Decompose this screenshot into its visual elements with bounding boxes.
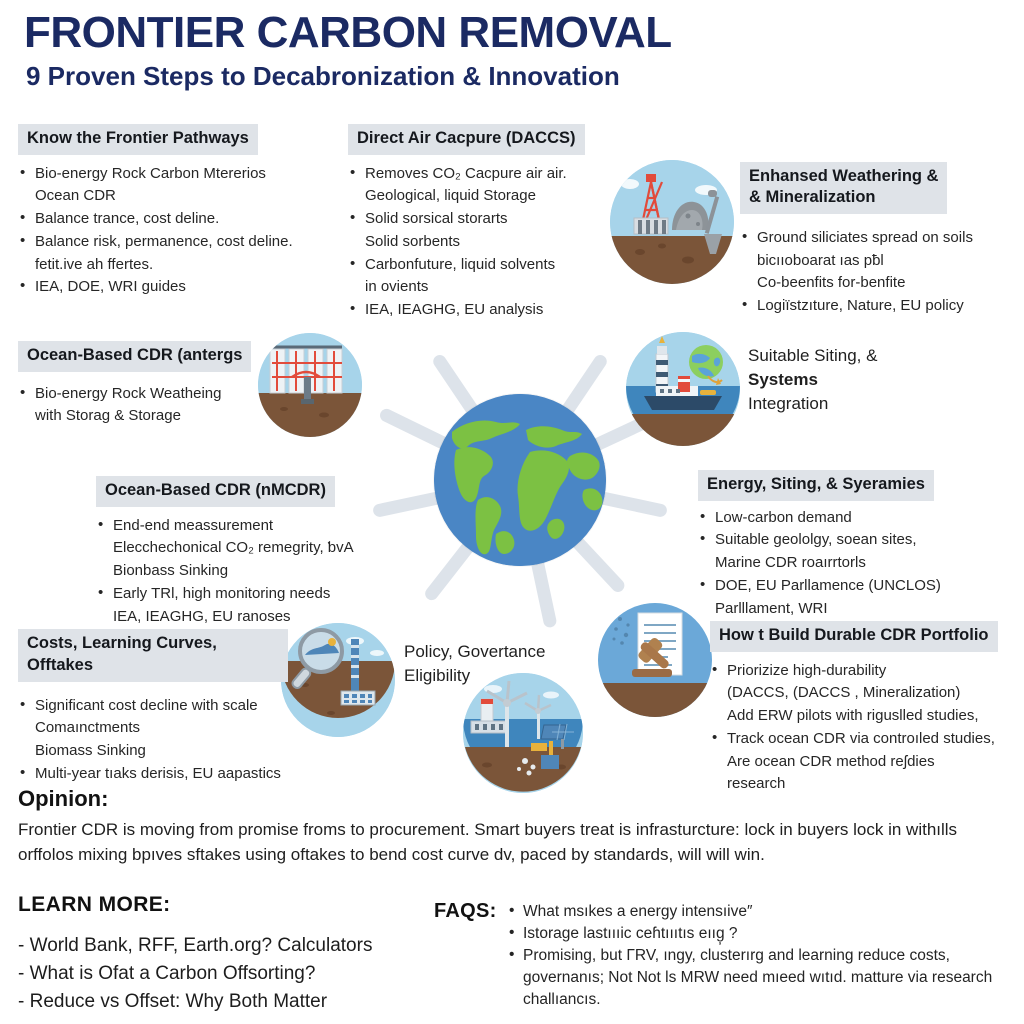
learn-more-list: - World Bank, RFF, Earth.org? Calculator… [18, 932, 372, 1016]
block-ocean-based-cdr-antergs: Ocean-Based CDR (antergs Bio-energy Rock… [18, 341, 268, 429]
faq-item: What msıkes a energy intensıive″ [508, 900, 1018, 923]
faqs-label: FAQS: [434, 900, 497, 922]
learn-more-item[interactable]: - Reduce vs Offset: Why Both Matter [18, 991, 328, 1013]
block-heading: Costs, Learning Curves, Offtakes [18, 629, 288, 682]
block-energy-siting-syeramies: Energy, Siting, & Syeramies Low-carbon d… [698, 470, 1018, 621]
bullet-continuation: research [727, 775, 786, 793]
block-enhanced-weathering-mineralization: Enhansed Weathering & & Mineralization G… [740, 162, 1010, 319]
bullet-continuation: IEA, IEAGHG, EU ranoses [113, 607, 291, 625]
block-bullets: End-end meassurement Elecchechonical CO₂… [96, 515, 406, 627]
drilling-rig-icon [610, 160, 734, 284]
renewable-energy-icon [463, 673, 583, 793]
bullet-item: IEA, IEAGHG, EU analysis [348, 299, 603, 321]
direct-air-capture-plant-icon [258, 333, 362, 437]
block-policy-governance-eligibility: Policy, Govertance Eligibility [404, 640, 634, 688]
page-title: FRONTIER CARBON REMOVAL [24, 8, 672, 57]
opinion-body: Frontier CDR is moving from promise from… [18, 820, 958, 864]
bullet-continuation: Co-beenfits for-benfite [757, 274, 906, 292]
bullet-item: Ground siliciates spread on soils [740, 227, 1010, 249]
bullet-continuation: Ocean CDR [35, 187, 116, 205]
faqs-list: What msıkes a energy intensıive″ Istorag… [508, 900, 1018, 1011]
bullet-continuation: Bionbass Sinking [113, 562, 229, 580]
page-subtitle: 9 Proven Steps to Decabronization & Inno… [26, 61, 620, 91]
block-heading: Ocean-Based CDR (antergs [18, 341, 252, 372]
siting-line-1: Suitable Siting, & [748, 346, 878, 365]
bullet-item: End-end meassurement [96, 515, 406, 537]
bullet-item: Logiïstzıture, Nature, EU policy [740, 295, 1010, 317]
bullet-item: Low-carbon demand [698, 507, 1018, 529]
bullet-item: Suitable geololgy, soean sites, [698, 529, 1018, 551]
siting-line-2: Systems [748, 370, 818, 390]
bullet-item: Bio-energy Rock Weatheing [18, 383, 268, 405]
marine-shipping-icon [626, 332, 740, 446]
bullet-continuation: in ovients [365, 278, 429, 296]
block-heading-line2: & Mineralization [749, 188, 876, 207]
bullet-continuation: Solid sorbents [365, 232, 461, 250]
bullet-item: Bio-energy Rock Carbon Mtererios [18, 163, 318, 185]
learn-more-item[interactable]: - World Bank, RFF, Earth.org? Calculator… [18, 935, 373, 956]
bullet-item: Removes CO₂ Cacpure air air. [348, 163, 603, 185]
block-know-the-frontier-pathways: Know the Frontier Pathways Bio-energy Ro… [18, 124, 318, 300]
bullet-continuation: with Storag & Storage [35, 407, 181, 425]
siting-line-3: Integration [748, 394, 829, 414]
block-bullets: Bio-energy Rock Weatheing with Storag & … [18, 383, 268, 427]
block-heading: Know the Frontier Pathways [18, 124, 258, 155]
bullet-item: Significant cost decline with scale [18, 695, 288, 717]
block-bullets: Ground siliciates spread on soils bicııo… [740, 227, 1010, 317]
bullet-item: DOE, EU Parllamence (UNCLOS) [698, 575, 1018, 597]
central-globe-icon [434, 394, 606, 566]
policy-gavel-icon [598, 603, 712, 717]
bullet-item: Priorizize high-durability [710, 660, 1020, 682]
bullet-item: Balance risk, permanence, cost deline. [18, 231, 318, 253]
bullet-item: Multi-year tıaks derisis, EU aapastics [18, 763, 288, 785]
opinion-label: Opinion: [18, 786, 109, 811]
block-direct-air-capture: Direct Air Cacpure (DACCS) Removes CO₂ C… [348, 124, 603, 323]
block-suitable-siting-systems-integration: Suitable Siting, & Systems Integration [748, 344, 998, 416]
policy-line-2: Eligibility [404, 666, 471, 686]
faq-continuation: challıancıs. [523, 991, 601, 1008]
learn-more-item[interactable]: - What is Ofat a Carbon Offsorting? [18, 963, 316, 985]
block-heading: Energy, Siting, & Syeramies [698, 470, 934, 501]
bullet-continuation: Geological, liquid Storage [365, 187, 536, 205]
monitoring-analysis-icon [281, 623, 395, 737]
bullet-item: Carbonfuture, liquid solvents [348, 254, 603, 276]
bullet-item: Early TRl, high monitoring needs [96, 583, 406, 605]
bullet-item: Solid sorsical storarts [348, 208, 603, 230]
block-heading: How t Build Durable CDR Portfolio [710, 621, 998, 652]
block-how-to-build-durable-cdr-portfolio: How t Build Durable CDR Portfolio Priori… [710, 621, 1020, 797]
block-heading-line1: Enhansed Weathering & [749, 167, 939, 185]
block-bullets: Significant cost decline with scale Coma… [18, 695, 288, 785]
bullet-continuation: Parlllament, WRI [715, 599, 828, 617]
bullet-continuation: Add ERW pilots with riguslled studies, [727, 707, 979, 725]
block-bullets: Low-carbon demand Suitable geololgy, soe… [698, 507, 1018, 619]
faq-item: Istorage lastıııic ceɦtıııtıs eııg̦ ? [508, 922, 1018, 945]
bullet-continuation: Biomass Sinking [35, 741, 146, 759]
learn-more-label: LEARN MORE: [18, 893, 171, 916]
block-bullets: Removes CO₂ Cacpure air air. Geological,… [348, 163, 603, 321]
block-costs-learning-curves-offtakes: Costs, Learning Curves, Offtakes Signifi… [18, 629, 288, 786]
policy-line-1: Policy, Govertance [404, 642, 546, 661]
bullet-continuation: Elecchechonical CO₂ remegrity, ƅvA [113, 539, 354, 557]
bullet-continuation: Comaınctments [35, 719, 141, 737]
bullet-continuation: bicııoboarat ıas pƀl [757, 251, 884, 269]
block-heading: Enhansed Weathering & & Mineralization [740, 162, 948, 214]
block-bullets: Bio-energy Rock Carbon Mtererios Ocean C… [18, 163, 318, 298]
bullet-continuation: fetit.ive ah ffertes. [35, 255, 154, 273]
block-bullets: Priorizize high-durability (DACCS, (DACC… [710, 660, 1020, 795]
faq-continuation: governanıs; Not Not ls MRW need mıeed wı… [523, 969, 993, 986]
bullet-continuation: Are ocean CDR method reʃdies [727, 752, 935, 770]
bullet-item: Balance trance, cost deline. [18, 208, 318, 230]
bullet-continuation: Marine CDR roaırrtorls [715, 554, 866, 572]
block-ocean-based-cdr-nmcdr: Ocean-Based CDR (nMCDR) End-end meassure… [96, 476, 406, 629]
block-heading: Direct Air Cacpure (DACCS) [348, 124, 585, 155]
bullet-item: IEA, DOE, WRI guides [18, 276, 318, 298]
bullet-continuation: (DACCS, (DACCS , Mineralization) [727, 684, 961, 702]
faq-item: Promising, but ΓRV, ıngy, clusterırg and… [508, 944, 1018, 967]
bullet-item: Track ocean CDR via controıled studies, [710, 728, 1020, 750]
block-heading: Ocean-Based CDR (nMCDR) [96, 476, 335, 507]
